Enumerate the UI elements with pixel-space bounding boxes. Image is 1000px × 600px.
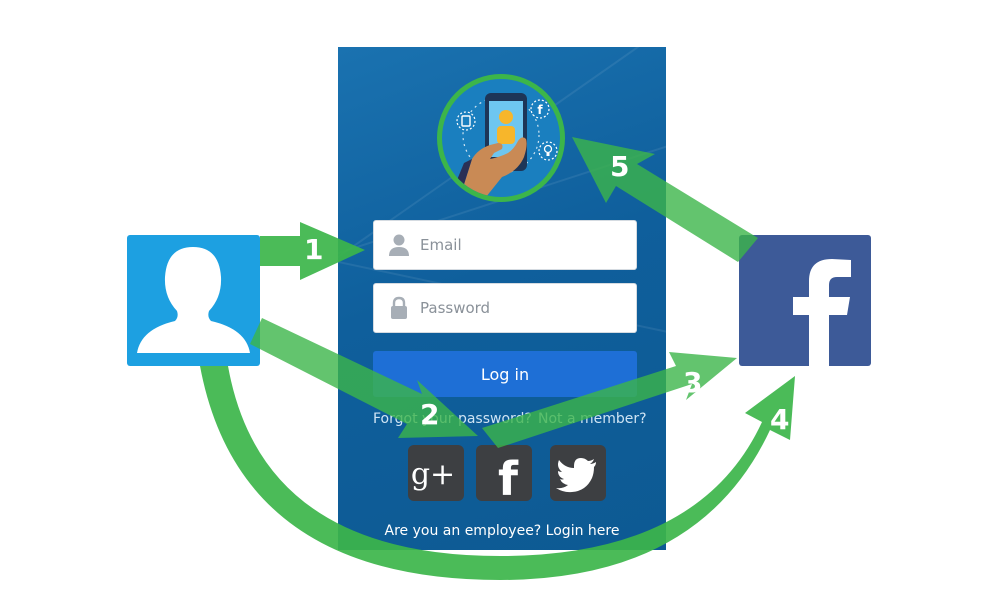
google-plus-label: g+	[411, 457, 455, 492]
facebook-f-icon	[793, 259, 851, 366]
twitter-bird-icon	[556, 458, 596, 493]
step-label-5: 5	[610, 150, 630, 183]
app-logo: f	[437, 74, 565, 202]
email-input[interactable]	[420, 233, 620, 257]
employee-login-link[interactable]: Are you an employee? Login here	[384, 523, 620, 539]
email-field[interactable]	[373, 220, 637, 270]
google-plus-button[interactable]: g+	[408, 445, 464, 501]
password-input[interactable]	[420, 296, 620, 320]
lock-icon	[391, 296, 407, 319]
step-label-1: 1	[304, 233, 324, 266]
login-button[interactable]: Log in	[373, 351, 637, 397]
google-plus-icon: g+	[411, 457, 455, 492]
user-icon	[127, 235, 260, 366]
step-label-2: 2	[420, 398, 440, 431]
facebook-icon: f	[498, 452, 519, 501]
facebook-login-button[interactable]: f	[476, 445, 532, 501]
svg-text:f: f	[537, 103, 543, 117]
forgot-password-link[interactable]: Forgot your password?	[373, 411, 532, 427]
step-label-4: 4	[770, 403, 790, 436]
facebook-label: f	[498, 452, 519, 501]
facebook-icon	[739, 235, 871, 366]
person-icon	[389, 234, 409, 256]
user-silhouette-icon	[137, 247, 250, 353]
password-field[interactable]	[373, 283, 637, 333]
phone-in-hand-icon: f	[450, 93, 558, 197]
step-label-3: 3	[683, 366, 703, 399]
not-a-member-link[interactable]: Not a member?	[538, 411, 647, 427]
twitter-button[interactable]	[550, 445, 606, 501]
login-screen: f Log in Forgot your pa	[338, 47, 666, 550]
